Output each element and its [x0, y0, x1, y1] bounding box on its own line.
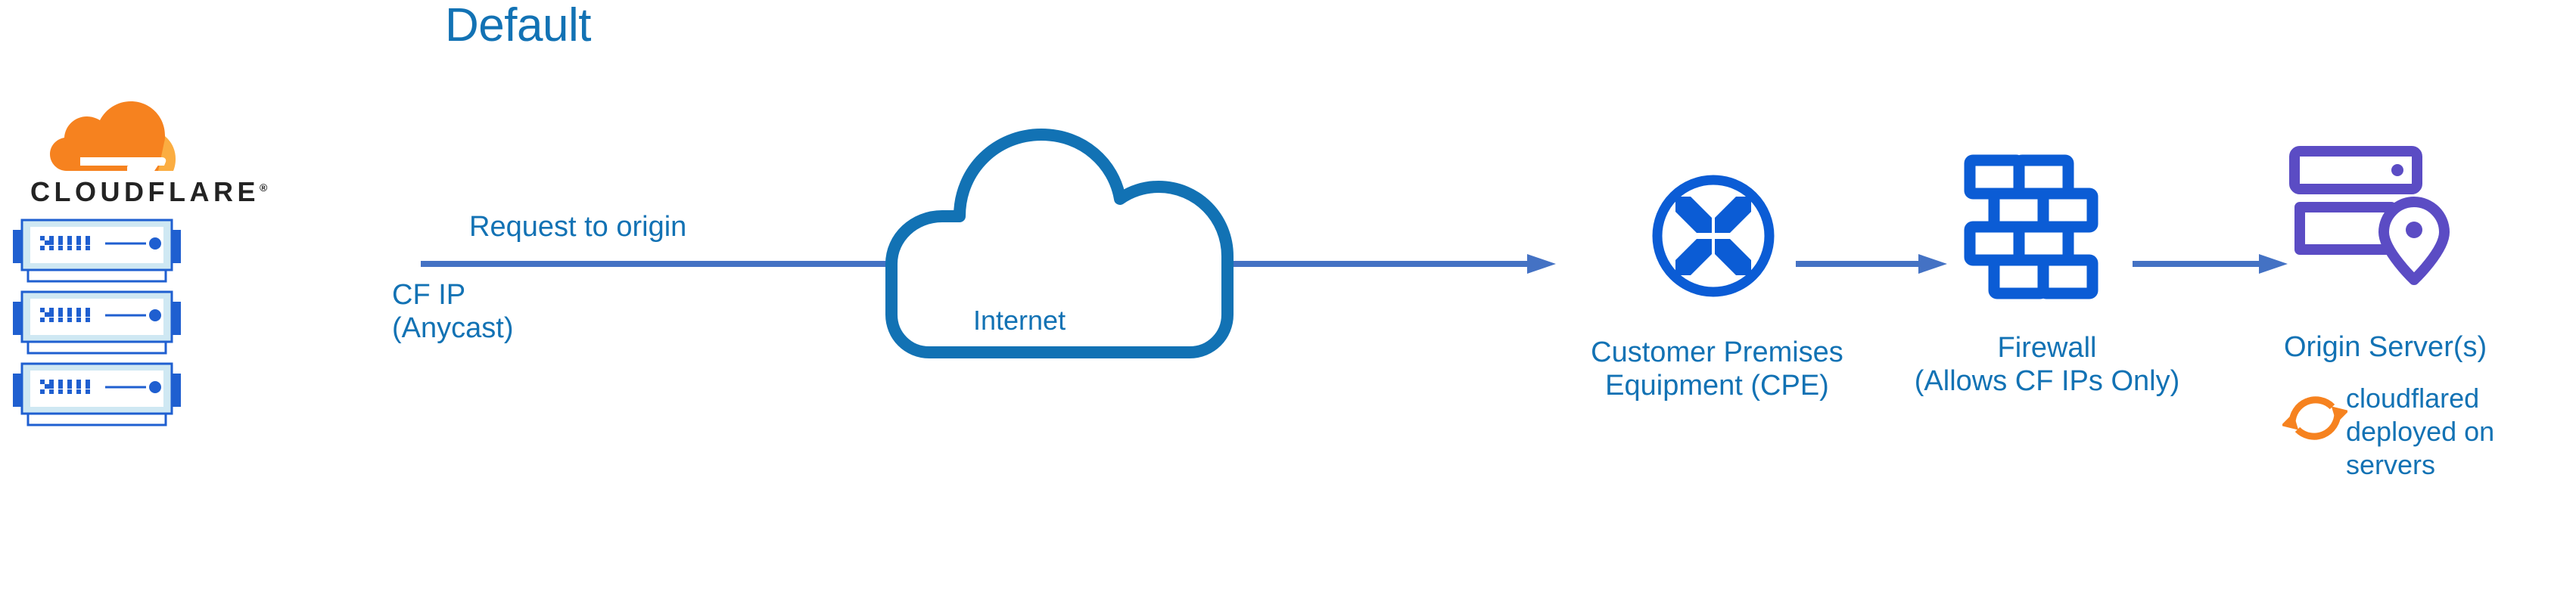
firewall-label: Firewall (Allows CF IPs Only) — [1892, 331, 2202, 398]
server-stack-pin-icon — [2287, 144, 2469, 295]
page-title: Default — [445, 0, 591, 51]
origin-server-label: Origin Server(s) — [2284, 331, 2487, 363]
sync-arrows-icon — [2280, 386, 2350, 451]
cf-ip-line2: (Anycast) — [392, 312, 514, 345]
server-rack-icon — [10, 361, 184, 428]
brick-wall-icon — [1963, 150, 2114, 301]
firewall-label-line2: (Allows CF IPs Only) — [1914, 365, 2180, 398]
cloudflared-line2: deployed on — [2346, 415, 2495, 447]
cpe-label: Customer Premises Equipment (CPE) — [1558, 336, 1876, 403]
registered-mark: ® — [259, 181, 268, 194]
cloudflare-logo — [14, 98, 188, 197]
request-to-origin-label: Request to origin — [469, 211, 687, 243]
wordmark-text: CLOUDFLARE — [30, 176, 260, 207]
internet-label: Internet — [973, 305, 1066, 336]
server-rack-icon — [10, 218, 184, 284]
cloudflared-line3: servers — [2346, 448, 2436, 480]
cloud-icon — [848, 103, 1271, 383]
router-icon — [1648, 171, 1778, 301]
cloudflared-annotation-label: cloudflared deployed on servers — [2346, 382, 2573, 482]
flow-arrow-cpe-to-firewall — [1796, 253, 1947, 275]
cpe-label-line2: Equipment (CPE) — [1605, 370, 1829, 402]
cpe-label-line1: Customer Premises — [1591, 336, 1843, 368]
cloudflare-wordmark: CLOUDFLARE® — [30, 176, 267, 208]
cf-ip-line1: CF IP — [392, 279, 466, 311]
cloudflared-line1: cloudflared — [2346, 383, 2480, 414]
firewall-label-line1: Firewall — [1997, 332, 2097, 364]
cf-ip-label: CF IP (Anycast) — [392, 278, 513, 346]
flow-arrow-firewall-to-origin — [2133, 253, 2288, 275]
server-rack-icon — [10, 290, 184, 356]
